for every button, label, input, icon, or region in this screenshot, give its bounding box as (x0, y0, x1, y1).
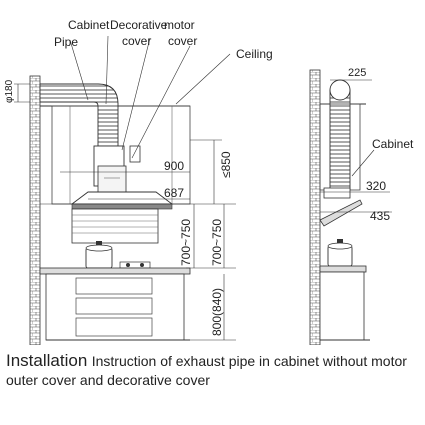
installation-diagram: Pipe Cabinet Decorative cover motor cove… (4, 18, 414, 345)
label-decorative-cover-1: Decorative (110, 18, 168, 32)
label-decorative-cover-2: cover (122, 34, 151, 48)
dim-height-850: ≤850 (219, 151, 233, 178)
caption-title: Installation (6, 351, 88, 370)
label-motor-cover-2: cover (168, 34, 197, 48)
side-pipe (329, 89, 351, 191)
dim-depth-900: 900 (164, 159, 184, 173)
caption: Installation Instruction of exhaust pipe… (6, 351, 418, 390)
label-pipe: Pipe (54, 35, 78, 49)
dim-depth-687: 687 (164, 186, 184, 200)
label-ceiling: Ceiling (236, 47, 273, 61)
side-base-cabinet (319, 271, 365, 341)
label-cabinet-side: Cabinet (372, 137, 414, 151)
dim-pipe-diameter: φ180 (4, 79, 15, 103)
dim-side-435: 435 (370, 209, 390, 223)
side-hood (319, 199, 363, 227)
label-cabinet-top: Cabinet (68, 18, 110, 32)
dim-side-225: 225 (348, 67, 366, 79)
countertop (39, 267, 191, 275)
dim-height-700-750-right: 700~750 (210, 219, 224, 266)
dim-height-700-750-left: 700~750 (179, 219, 193, 266)
dim-side-320: 320 (366, 179, 386, 193)
caption-body: Instruction of exhaust pipe in cabinet w… (6, 353, 407, 388)
label-motor-cover-1: motor (164, 18, 195, 32)
dim-height-800-840: 800(840) (210, 288, 224, 336)
hood-glass (71, 208, 159, 244)
motor-box (97, 165, 127, 193)
range-hood (70, 191, 174, 205)
left-wall (29, 75, 41, 345)
right-wall (309, 69, 321, 345)
